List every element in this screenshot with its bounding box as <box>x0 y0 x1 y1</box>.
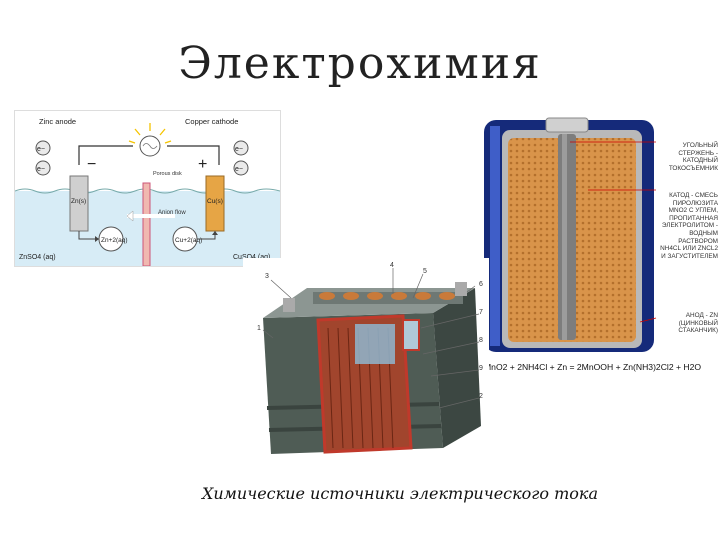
porous-disk-label: Porous disk <box>153 171 182 177</box>
cathode-label: Катод - смесь пиролюзита MnO2 с углем, п… <box>658 192 718 260</box>
anion-flow-label: Anion flow <box>158 210 186 216</box>
galvanic-cell-diagram: e− e− e− e− Zn+2(aq) Cu+2(aq) Zinc anode… <box>14 110 281 267</box>
lead-acid-battery-image: 3 1 4 5 6 7 8 9 2 <box>243 258 489 472</box>
copper-cathode-label: Copper cathode <box>185 117 238 126</box>
slide-title: Электрохимия <box>0 38 720 89</box>
minus-sign: − <box>87 156 96 173</box>
znso4-label: ZnSO4 (aq) <box>19 254 56 261</box>
zinc-electrode-label: Zn(s) <box>71 198 86 205</box>
callout-number: 4 <box>390 262 394 269</box>
electron-label: e− <box>235 146 243 153</box>
anode-label: Анод - Zn (цинковый стаканчик) <box>658 312 718 335</box>
callout-number: 3 <box>265 273 269 280</box>
callout-number: 7 <box>479 309 483 316</box>
electron-label: e− <box>37 166 45 173</box>
callout-number: 2 <box>479 393 483 400</box>
callout-number: 6 <box>479 281 483 288</box>
zinc-ion-label: Zn+2(aq) <box>101 237 128 244</box>
carbon-rod-label: Угольный стержень - катодный токосъемник <box>658 142 718 172</box>
dry-cell-equation: MnO2 + 2NH4Cl + Zn = 2MnOOH + Zn(NH3)2Cl… <box>484 362 720 372</box>
copper-electrode-label: Cu(s) <box>207 198 223 205</box>
dry-cell-diagram: Угольный стержень - катодный токосъемник… <box>478 112 720 378</box>
negative-terminal <box>283 298 295 312</box>
copper-ion-label: Cu+2(aq) <box>175 237 202 244</box>
callout-number: 1 <box>257 325 261 332</box>
plus-sign: + <box>198 156 207 173</box>
zinc-anode-label: Zinc anode <box>39 117 76 126</box>
callout-number: 9 <box>479 365 483 372</box>
porous-disk <box>143 183 150 266</box>
electron-label: e− <box>37 146 45 153</box>
positive-terminal <box>455 282 467 296</box>
slide-caption: Химические источники электрического тока <box>0 484 720 503</box>
cell-cap <box>546 118 588 132</box>
callout-number: 5 <box>423 268 427 275</box>
electron-label: e− <box>235 166 243 173</box>
callout-number: 8 <box>479 337 483 344</box>
